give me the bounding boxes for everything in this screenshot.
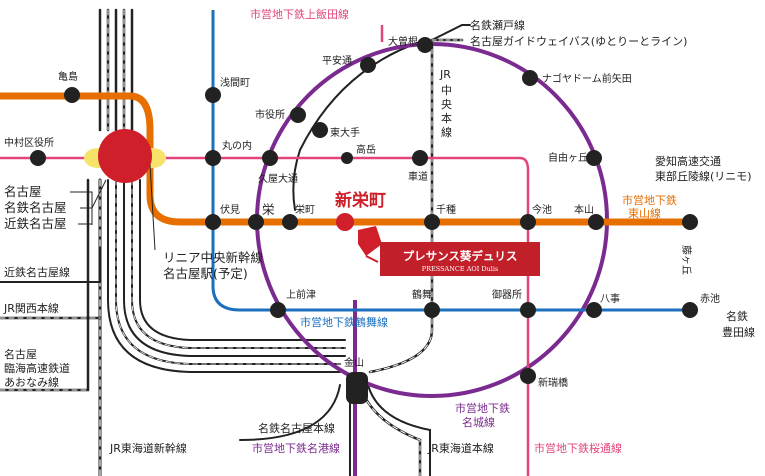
meitetsu-toyota-label-1: 名鉄 [726,309,748,323]
station-aratama: 新瑞橋 [538,376,568,389]
station-imaike: 今池 [532,203,552,216]
station-fujigaoka: 藤ヶ丘 [680,245,692,275]
station-kamimaezu: 上前津 [286,288,316,301]
station-chikusa: 千種 [436,203,456,216]
linimo-label-2: 東部丘陵線(リニモ) [655,169,752,183]
station-nakamura: 中村区役所 [4,136,54,149]
jr-kansai-line-label: JR関西本線 [3,301,59,315]
station-motoyama: 本山 [574,203,594,216]
shinkansen-label: JR東海道新幹線 [109,441,187,455]
linear-label-2: 名古屋駅(予定) [163,266,248,281]
aonami-label-2: 臨海高速鉄道 [4,361,70,375]
svg-text:中: 中 [441,84,452,97]
kamiiida-line-label: 市営地下鉄上飯田線 [250,7,349,21]
svg-text:線: 線 [441,125,452,139]
station-sakae: 栄 [262,202,275,217]
station-sakaemachi: 栄町 [295,204,315,216]
station-jiyugaoka: 自由ヶ丘 [548,151,588,164]
kintetsu-line-label: 近鉄名古屋線 [4,265,70,279]
property-name: プレサンス葵デュリス [403,249,518,263]
meijo-label-2: 名城線 [462,415,495,429]
station-higashiozone: 東大手 [330,126,360,139]
station-fushimi: 伏見 [220,203,240,216]
linimo-label-1: 愛知高速交通 [655,154,721,168]
guideway-line-label: 名古屋ガイドウェイバス(ゆとりーとライン) [470,34,687,48]
station-yagoto: 八事 [600,292,620,305]
tsurumai-line-label: 市営地下鉄鶴舞線 [300,315,388,329]
svg-text:央: 央 [441,98,452,111]
nagoya-hub [84,129,166,183]
kanayama-hub [346,372,368,404]
property-label-box [380,242,540,276]
station-dots [30,37,698,384]
tsurumai-line [211,10,690,312]
station-takaoka: 高岳 [356,143,376,156]
linear-label-1: リニア中央新幹線 [163,250,264,265]
meiko-line-label: 市営地下鉄名港線 [252,441,340,455]
station-ozone: 大曽根 [388,35,418,48]
shinsakaemachi-station [336,213,354,231]
property-name-en: PRESSANCE AOI Dulis [422,265,499,273]
station-nagoyadome: ナゴヤドーム前矢田 [542,72,632,85]
station-kanayama: 金山 [344,356,364,369]
svg-text:本: 本 [441,111,452,125]
station-kameshima: 亀島 [58,70,78,83]
meitetsu-toyota-label-2: 豊田線 [722,325,755,339]
seto-line-label: 名鉄瀬戸線 [470,18,525,32]
jr-chuo-label: JR 中 央 本 線 [439,68,452,139]
meijo-label-1: 市営地下鉄 [455,401,510,415]
station-sengencho: 浅間町 [220,76,250,89]
aonami-label-1: 名古屋 [4,347,37,361]
sakuradori-line [0,156,530,476]
sakuradori-label: 市営地下鉄桜通線 [534,441,622,455]
kintetsu-nagoya-hub-label: 近鉄名古屋 [4,216,67,231]
station-hisaya: 久屋大通 [258,172,298,185]
svg-text:JR: JR [439,68,451,81]
nagoya-label: 名古屋 [4,184,42,199]
station-akaike: 赤池 [700,292,720,305]
station-kurumamichi: 車道 [408,170,428,183]
station-heiandori: 平安通 [322,54,352,67]
higashiyama-label-1: 市営地下鉄 [622,193,677,207]
station-tsurumai: 鶴舞 [412,288,432,301]
station-marunouchi: 丸の内 [222,139,252,152]
property-pin-icon [358,226,382,256]
meitetsu-nagoya-hub-label: 名鉄名古屋 [4,200,67,215]
meitetsu-nagoya-label: 名鉄名古屋本線 [258,421,335,435]
page-title: 新栄町 [335,190,386,211]
tokaido-label: JR東海道本線 [427,441,494,455]
aonami-label-3: あおなみ線 [4,375,59,389]
station-gokisho: 御器所 [492,288,522,301]
higashiyama-label-2: 東山線 [628,206,661,220]
station-shiyakusho: 市役所 [255,108,285,121]
